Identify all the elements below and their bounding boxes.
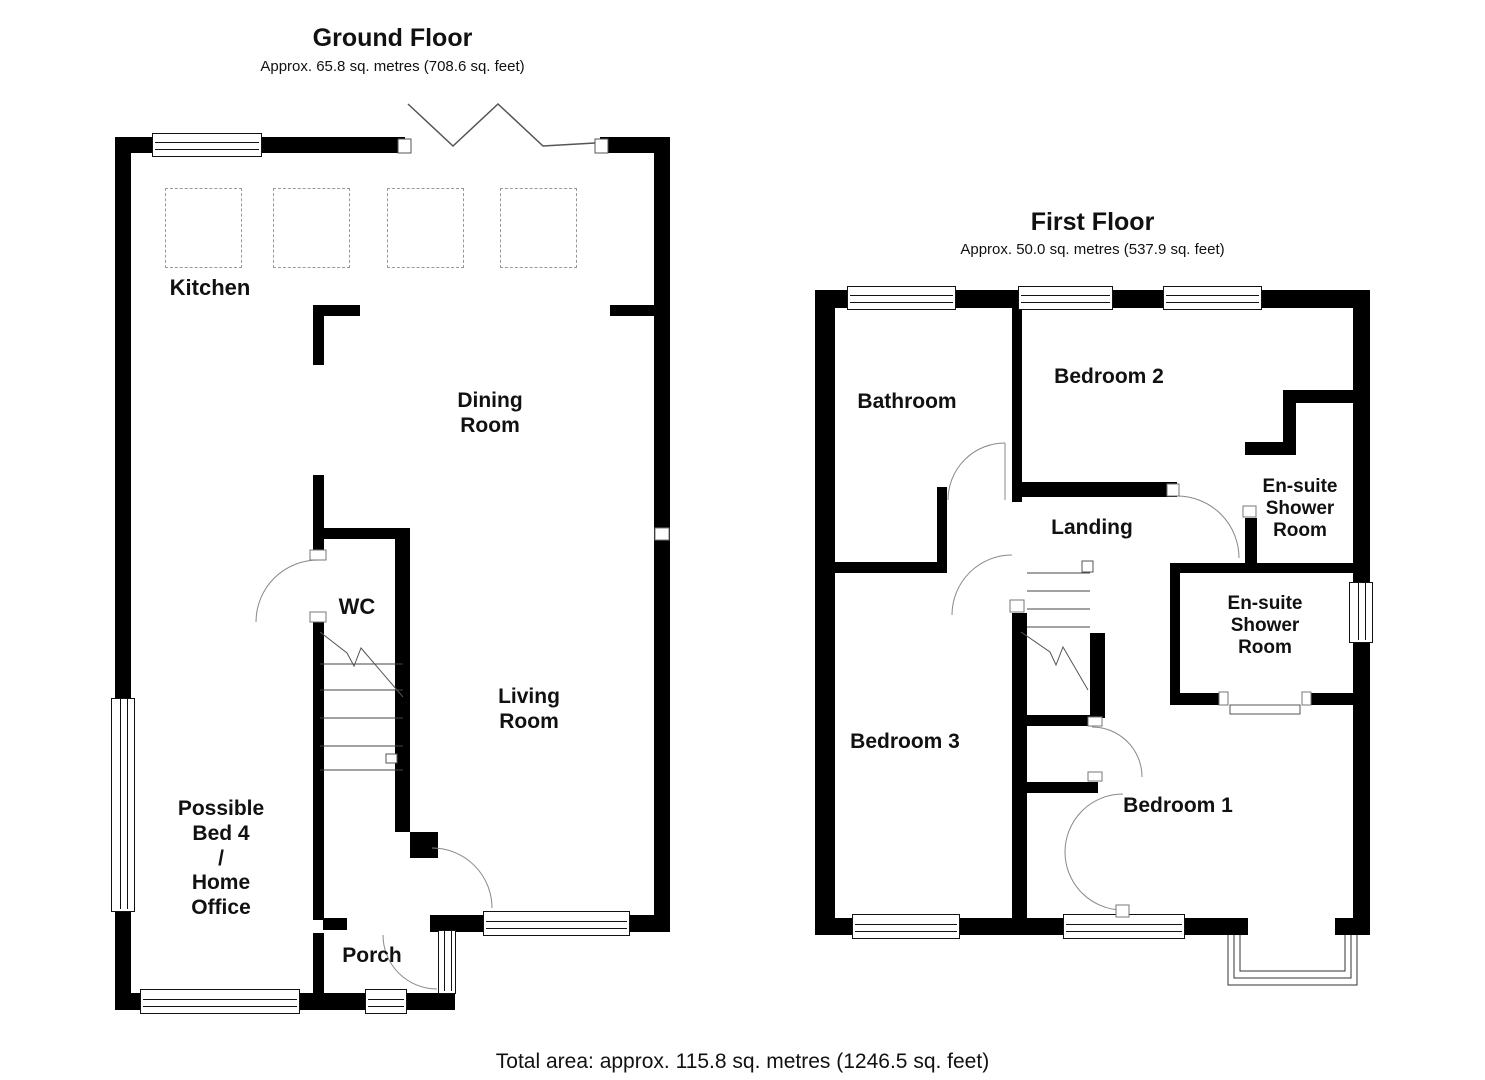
wall-segment (1335, 918, 1370, 935)
wall-segment (1022, 482, 1177, 497)
window (152, 133, 262, 157)
total-area-text: Total area: approx. 115.8 sq. metres (12… (495, 1050, 990, 1073)
stairs (1027, 573, 1090, 627)
ground-floor-subtitle: Approx. 65.8 sq. metres (708.6 sq. feet) (260, 58, 525, 75)
room-label-bedroom-1: Bedroom 1 (1123, 794, 1233, 817)
room-label-ensuite-shower-room-lower: En-suite Shower Room (1227, 593, 1303, 658)
kitchen-unit-outline (165, 188, 242, 268)
wall-segment (313, 305, 324, 365)
ground-floor-plan: Kitchen Dining Room WC Living Room Possi… (111, 137, 670, 1014)
window (438, 930, 456, 994)
room-label-ensuite-shower-room-upper: En-suite Shower Room (1262, 476, 1338, 541)
wall-segment (600, 137, 670, 153)
wall-segment (313, 305, 360, 316)
stairs-break-line (320, 632, 403, 697)
wall-segment (1090, 633, 1105, 718)
wall-segment (1185, 918, 1248, 935)
ensuite-door-arc-icon (1177, 496, 1239, 558)
window (852, 914, 960, 939)
wall-segment (630, 915, 670, 932)
door-jamb (398, 139, 411, 153)
ground-floor-linework (115, 77, 670, 1010)
wall-segment (1012, 308, 1022, 502)
first-floor-title: First Floor (1030, 208, 1155, 236)
stairs-break-line (1021, 632, 1088, 690)
wall-segment (1012, 782, 1098, 793)
window (111, 698, 135, 912)
room-label-kitchen: Kitchen (169, 275, 251, 300)
wall-segment (1262, 290, 1370, 308)
wall-segment (1285, 390, 1353, 403)
bedroom1-door-arc-icon (1065, 794, 1123, 910)
wall-segment (313, 475, 324, 550)
wall-segment (1245, 518, 1257, 563)
bay-window (1228, 935, 1357, 985)
kitchen-unit-outline (273, 188, 350, 268)
room-label-porch: Porch (342, 944, 402, 967)
wall-segment (1012, 613, 1027, 918)
porch-door-arc-icon (383, 935, 437, 989)
wall-segment (395, 528, 410, 832)
kitchen-unit-outline (387, 188, 464, 268)
wall-segment (1283, 390, 1296, 452)
door-jamb (595, 139, 608, 153)
wall-segment (410, 832, 438, 858)
door-jambs (1010, 484, 1311, 917)
wall-segment (610, 305, 654, 316)
wall-segment (430, 915, 483, 932)
room-label-possible-bed4-home-office: Possible Bed 4 / Home Office (177, 797, 265, 920)
cupboard-door-arc-icon (1092, 727, 1142, 777)
wall-segment (937, 487, 947, 562)
window (847, 286, 956, 310)
room-label-bedroom-2: Bedroom 2 (1054, 365, 1164, 388)
ground-floor-title: Ground Floor (312, 24, 473, 52)
window (140, 989, 300, 1014)
room-label-dining-room: Dining Room (457, 389, 523, 437)
room-label-bedroom-3: Bedroom 3 (850, 730, 960, 753)
room-label-living-room: Living Room (498, 685, 560, 733)
bifold-door-icon (408, 104, 595, 146)
wall-segment (323, 918, 347, 930)
wall-segment (1170, 563, 1180, 705)
wall-segment (815, 918, 852, 935)
wall-segment (1113, 290, 1163, 308)
wall-segment (815, 290, 835, 935)
living-room-door-arc-icon (432, 848, 492, 908)
window (1163, 286, 1262, 310)
wall-segment (318, 528, 410, 539)
wall-segment (1303, 693, 1357, 705)
first-floor-linework (815, 290, 1370, 995)
window (1349, 582, 1373, 643)
kitchen-unit-outline (500, 188, 577, 268)
bedroom3-door-arc-icon (952, 555, 1012, 615)
door-jamb (310, 612, 326, 622)
wc-door-arc-icon (256, 560, 318, 622)
bathroom-door-arc-icon (948, 443, 1005, 500)
wall-segment (313, 622, 324, 920)
first-floor-subtitle: Approx. 50.0 sq. metres (537.9 sq. feet) (960, 241, 1225, 258)
wall-segment (960, 918, 1063, 935)
stair-newel (1082, 561, 1093, 572)
wall-segment (407, 993, 455, 1010)
wall-segment (1012, 715, 1100, 726)
stair-newel (386, 754, 397, 763)
door-threshold (1230, 705, 1300, 714)
wall-segment (956, 290, 1018, 308)
room-label-landing: Landing (1051, 516, 1133, 539)
wall-break (655, 528, 669, 540)
window (483, 911, 630, 936)
wall-segment (818, 562, 947, 573)
window (365, 989, 407, 1014)
wall-segment (1170, 693, 1227, 705)
room-label-bathroom: Bathroom (857, 390, 957, 413)
wall-segment (1170, 563, 1357, 573)
window (1018, 286, 1113, 310)
first-floor-plan: Bathroom Bedroom 2 En-suite Shower Room … (815, 286, 1373, 935)
wall-segment (1245, 442, 1296, 455)
door-jamb (310, 550, 326, 560)
wall-segment (313, 933, 324, 993)
stairs (320, 664, 403, 770)
room-label-wc: WC (338, 594, 376, 619)
